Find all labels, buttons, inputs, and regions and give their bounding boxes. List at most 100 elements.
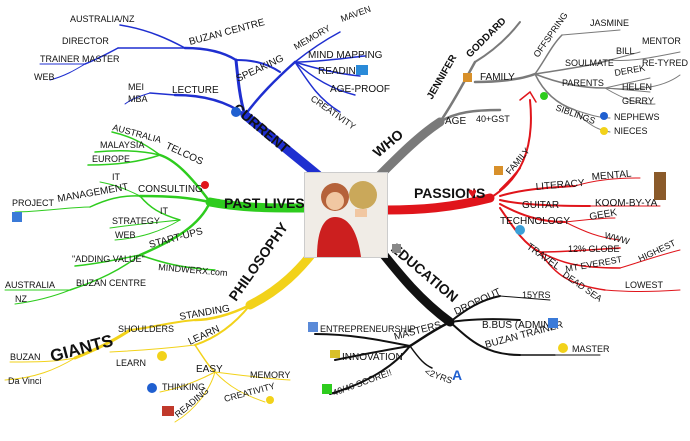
who-jennifer: JENNIFER: [425, 52, 460, 101]
current-lecture: LECTURE: [172, 85, 219, 96]
education-2yrs: <2YRS: [423, 366, 453, 385]
past-lives-management: MANAGEMENT: [57, 182, 129, 205]
current-age-proof: AGE-PROOF: [330, 84, 390, 95]
nieces-icon: [600, 127, 608, 135]
past-lives-project: PROJECT: [12, 198, 55, 208]
current-australia-nz: AUSTRALIA/NZ: [70, 14, 135, 24]
philosophy-learn2: LEARN: [116, 358, 146, 368]
current-trainer: TRAINER: [40, 54, 80, 64]
info-icon: [231, 107, 241, 117]
lightbulb-icon: [157, 351, 167, 361]
education-15yrs: 15YRS: [522, 290, 551, 300]
education-master: MASTER: [572, 344, 610, 354]
who-family: FAMILY: [480, 72, 515, 83]
current-buzan-centre: BUZAN CENTRE: [188, 17, 266, 48]
grade-icon: A: [452, 367, 462, 383]
past-lives-adding-value: "ADDING VALUE": [72, 254, 145, 264]
branch-who: [375, 21, 681, 180]
question-icon: [147, 383, 157, 393]
who-bill: BILL: [616, 46, 635, 56]
who-re-tyred: RE-TYRED: [642, 58, 689, 68]
philosophy-learn: LEARN: [187, 324, 222, 348]
education-score: 40/40 SCORE!!: [331, 367, 393, 398]
passions-highest: HIGHEST: [637, 238, 678, 264]
branch-philosophy: [4, 241, 323, 423]
past-lives-title: PAST LIVES: [224, 195, 305, 211]
bulb-icon: [266, 396, 274, 404]
checkmark-icon: ✓: [210, 195, 222, 211]
who-mentor: MENTOR: [642, 36, 681, 46]
smiley-icon: [558, 343, 568, 353]
who-siblings: SIBLINGS: [554, 102, 596, 126]
who-age: AGE: [445, 116, 466, 127]
computer-icon: [12, 212, 22, 222]
current-master: MASTER: [82, 54, 120, 64]
past-lives-web: WEB: [115, 230, 136, 240]
passions-family-icon: [494, 166, 503, 175]
who-gerry: GERRY: [622, 96, 654, 106]
branch-passions: [381, 90, 681, 292]
current-mind-mapping: MIND MAPPING: [308, 50, 383, 61]
phone-icon: [201, 181, 209, 189]
center-photo: [304, 172, 388, 258]
current-web: WEB: [34, 72, 55, 82]
degree-icon: [548, 318, 558, 328]
guitarist-icon: [654, 172, 666, 200]
philosophy-shoulders: SHOULDERS: [118, 324, 174, 334]
past-lives-nz: NZ: [15, 294, 27, 304]
who-soulmate: SOULMATE: [565, 58, 614, 68]
earth-icon: [515, 225, 525, 235]
heart-icon: ♥: [468, 185, 477, 202]
passions-everest: MT EVEREST: [565, 254, 624, 274]
past-lives-australia2: AUSTRALIA: [5, 280, 55, 290]
current-reading: READING: [318, 66, 364, 77]
passions-travel: TRAVEL: [524, 241, 562, 272]
who-helen: HELEN: [622, 82, 652, 92]
philosophy-title: PHILOSOPHY: [225, 219, 291, 304]
philosophy-davinci: Da Vinci: [8, 376, 41, 386]
education-entrepreneurship: ENTREPRENEURSHIP: [320, 324, 416, 334]
family-icon: [463, 73, 472, 82]
past-lives-it: IT: [112, 172, 121, 182]
book-icon: [356, 65, 368, 75]
past-lives-consulting: CONSULTING: [138, 184, 203, 195]
passions-geek: GEEK: [589, 207, 619, 223]
who-age-value: 40+GST: [476, 114, 510, 124]
past-lives-malaysia: MALAYSIA: [100, 140, 144, 150]
past-lives-europe: EUROPE: [92, 154, 130, 164]
current-maven: MAVEN: [339, 4, 372, 24]
passions-mental: MENTAL: [591, 169, 632, 183]
past-lives-telcos: TELCOS: [164, 141, 205, 168]
passions-globe: 12% GLOBE: [568, 244, 620, 254]
who-jasmine: JASMINE: [590, 18, 629, 28]
current-labels: CURRENT SPEAKING BUZAN CENTRE AUSTRALIA/…: [34, 4, 390, 157]
current-mba: MBA: [128, 94, 148, 104]
philosophy-giants: GIANTS: [48, 331, 115, 366]
past-lives-strategy: STRATEGY: [112, 216, 160, 226]
entrepreneurship-icon: [308, 322, 318, 332]
passions-koom: KOOM-BY-YA: [595, 198, 658, 209]
past-lives-mindwerx: MINDWERX.com: [158, 262, 228, 278]
books-icon: [162, 406, 174, 416]
current-director: DIRECTOR: [62, 36, 109, 46]
philosophy-thinking: THINKING: [162, 382, 205, 392]
passions-title: PASSIONS: [414, 185, 485, 201]
education-bbus: B.BUS (ADMIN): [482, 320, 554, 331]
passions-dead-sea: DEAD SEA: [561, 269, 604, 303]
who-parents: PARENTS: [562, 78, 604, 88]
nephews-icon: [600, 112, 608, 120]
passions-guitar: GUITAR: [522, 200, 559, 211]
past-lives-start-ups: START-UPS: [148, 226, 204, 251]
branch-past-lives: [4, 131, 309, 305]
who-nieces: NIECES: [614, 126, 648, 136]
current-mei: MEI: [128, 82, 144, 92]
current-creativity: CREATIVITY: [309, 93, 358, 131]
branch-current: [39, 24, 366, 180]
past-lives-it2: IT: [160, 206, 169, 216]
globe-icon: [540, 92, 548, 100]
score-icon: [322, 384, 332, 394]
philosophy-buzan: BUZAN: [10, 352, 41, 362]
philosophy-memory: MEMORY: [250, 370, 290, 380]
